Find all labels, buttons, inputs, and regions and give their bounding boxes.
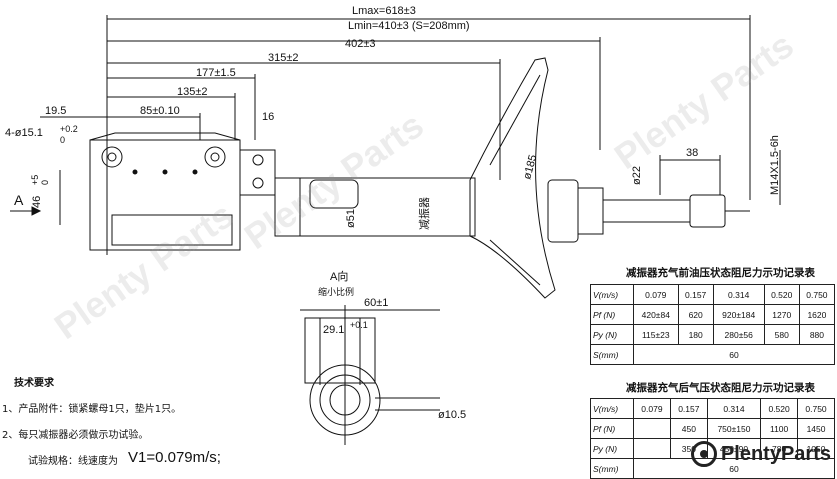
dim-85: 85±0.10 bbox=[140, 105, 180, 117]
dim-thread: M14X1.5-6h bbox=[769, 135, 781, 195]
table-cell: 0.750 bbox=[798, 284, 836, 305]
table-cell: 580 bbox=[763, 324, 800, 345]
dim-lmin: Lmin=410±3 (S=208mm) bbox=[348, 20, 470, 32]
dim-177: 177±1.5 bbox=[196, 67, 236, 79]
dim-hole-tol-upper: +0.2 bbox=[60, 124, 78, 134]
dim-22: ø22 bbox=[631, 166, 643, 185]
dim-135: 135±2 bbox=[177, 86, 208, 98]
dim-46: 46 bbox=[31, 196, 43, 208]
view-a-sub: 缩小比例 bbox=[318, 286, 354, 297]
table-cell: 0.157 bbox=[677, 284, 714, 305]
table-cell: 450 bbox=[669, 418, 708, 439]
table-cell: 1450 bbox=[797, 418, 835, 439]
table-cell: 620 bbox=[677, 304, 714, 325]
table-cell: 920±184 bbox=[712, 304, 765, 325]
table-cell bbox=[633, 438, 671, 459]
notes-line-3-value: V1=0.079m/s; bbox=[128, 449, 221, 466]
table-cell: 0.314 bbox=[706, 398, 762, 419]
side-text: 减振器 bbox=[417, 197, 431, 230]
table-cell: 420±84 bbox=[633, 304, 679, 325]
view-arrow-a: A bbox=[14, 192, 24, 208]
notes-title: 技术要求 bbox=[14, 378, 54, 389]
table-cell: 0.520 bbox=[763, 284, 800, 305]
dim-46-tol-lower: 0 bbox=[40, 180, 50, 185]
table-cell: 0.157 bbox=[669, 398, 708, 419]
dim-16: 16 bbox=[262, 111, 274, 123]
logo-icon bbox=[690, 441, 717, 467]
table-cell: 0.314 bbox=[712, 284, 765, 305]
table-cell bbox=[633, 418, 671, 439]
dim-hole: 4-ø15.1 bbox=[5, 127, 43, 139]
table-rear-title: 减振器充气后气压状态阻尼力示功记录表 bbox=[626, 382, 815, 394]
dim-38: 38 bbox=[686, 147, 698, 159]
dim-lmax: Lmax=618±3 bbox=[352, 5, 416, 17]
table-cell: 880 bbox=[798, 324, 836, 345]
dim-402: 402±3 bbox=[345, 38, 376, 50]
dim-29: 29.1 bbox=[323, 324, 344, 336]
table-front-title: 减振器充气前油压状态阻尼力示功记录表 bbox=[626, 267, 815, 279]
row-label: Pf (N) bbox=[590, 304, 634, 325]
row-label: V(m/s) bbox=[590, 398, 634, 419]
dim-10-5: ø10.5 bbox=[438, 409, 466, 421]
dim-29-tol: +0.1 bbox=[350, 320, 368, 330]
table-cell: 1270 bbox=[763, 304, 800, 325]
notes-line-2: 2、每只减振器必须做示功试验。 bbox=[2, 430, 149, 441]
table-cell: 0.520 bbox=[760, 398, 799, 419]
notes-line-3-label: 试验规格：线速度为 bbox=[28, 456, 118, 467]
table-cell: 0.750 bbox=[797, 398, 835, 419]
dim-46-tol-upper: +5 bbox=[30, 175, 40, 185]
brand-logo: PlentyParts bbox=[690, 441, 831, 467]
row-label: Py (N) bbox=[590, 438, 634, 459]
dim-315: 315±2 bbox=[268, 52, 299, 64]
dim-51: ø51 bbox=[345, 209, 357, 228]
table-cell: 1100 bbox=[760, 418, 799, 439]
dim-19-5: 19.5 bbox=[45, 105, 66, 117]
row-label: V(m/s) bbox=[590, 284, 634, 305]
table-cell: 1620 bbox=[798, 304, 836, 325]
table-cell: 180 bbox=[677, 324, 714, 345]
logo-text: PlentyParts bbox=[720, 442, 831, 465]
dim-hole-tol-lower: 0 bbox=[60, 135, 65, 145]
view-a-title: A向 bbox=[330, 269, 348, 283]
row-label: Py (N) bbox=[590, 324, 634, 345]
row-label: S(mm) bbox=[590, 344, 634, 365]
table-cell: 0.079 bbox=[633, 398, 671, 419]
table-cell: 115±23 bbox=[633, 324, 679, 345]
row-label: Pf (N) bbox=[590, 418, 634, 439]
dim-185: ø185 bbox=[521, 153, 539, 180]
notes-line-1: 1、产品附件：锁紧螺母1只，垫片1只。 bbox=[2, 404, 182, 415]
table-cell: 280±56 bbox=[712, 324, 765, 345]
table-row: S(mm)60 bbox=[590, 344, 835, 365]
table-cell: 750±150 bbox=[706, 418, 762, 439]
dim-60: 60±1 bbox=[364, 297, 388, 309]
table-cell: 60 bbox=[633, 344, 835, 365]
table-cell: 0.079 bbox=[633, 284, 679, 305]
row-label: S(mm) bbox=[590, 458, 634, 479]
